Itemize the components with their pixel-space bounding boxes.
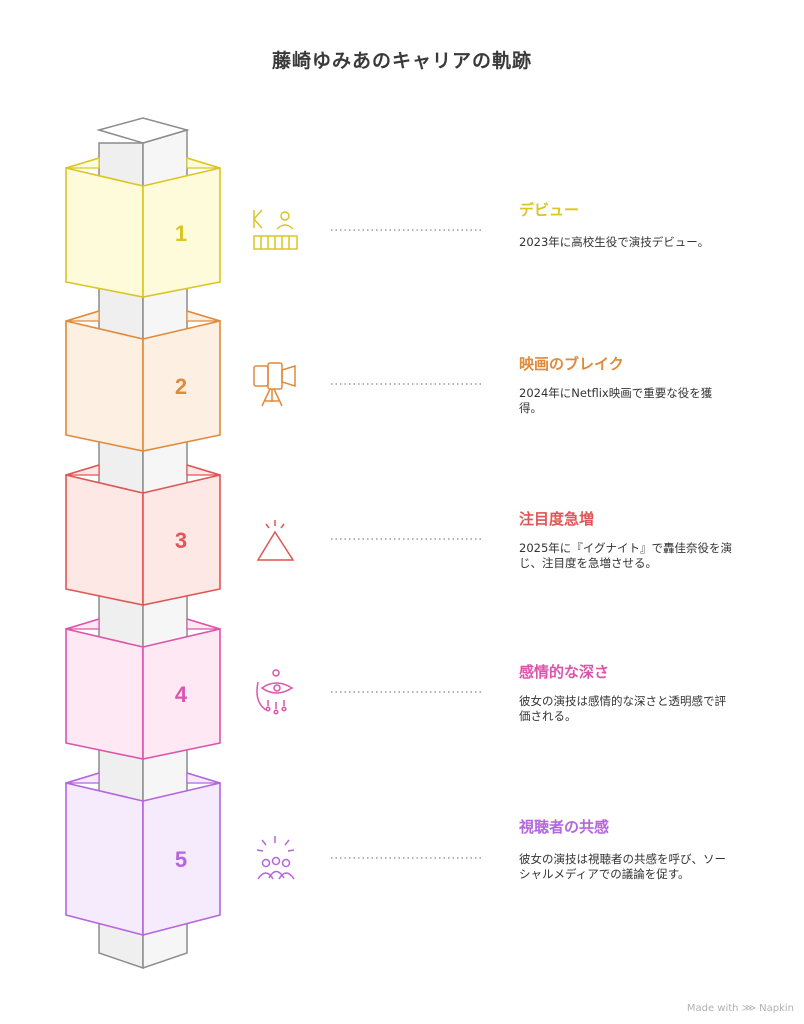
step-title-1: デビュー xyxy=(519,201,580,219)
step-number-3: 3 xyxy=(175,528,187,553)
stage-audience-icon xyxy=(253,209,298,250)
rising-triangle-icon xyxy=(256,520,295,561)
celebrating-people-icon xyxy=(256,836,295,880)
step-number-4: 4 xyxy=(175,682,188,707)
step-title-4: 感情的な深さ xyxy=(519,663,610,681)
footer-brand: Napkin xyxy=(759,1003,794,1014)
step-title-5: 視聴者の共感 xyxy=(519,818,610,836)
crying-eye-icon xyxy=(256,669,294,715)
step-desc-2: 2024年にNetflix映画で重要な役を獲得。 xyxy=(519,386,713,415)
connector-lines xyxy=(331,229,483,859)
step-number-1: 1 xyxy=(175,221,187,246)
step-desc-3: 2025年に『イグナイト』で轟佳奈役を演じ、注目度を急増させる。 xyxy=(519,541,733,570)
step-desc-4: 彼女の演技は感情的な深さと透明感で評価される。 xyxy=(519,694,726,723)
footer-credit: Made with ⋙ Napkin xyxy=(687,1003,794,1014)
step-number-5: 5 xyxy=(175,847,187,872)
footer-made-with: Made with xyxy=(686,1003,739,1014)
step-box-5: 5 xyxy=(65,772,221,937)
movie-camera-icon xyxy=(253,362,296,407)
napkin-logo-icon: ⋙ xyxy=(741,1003,756,1014)
step-box-1: 1 xyxy=(65,157,221,298)
step-title-2: 映画のブレイク xyxy=(519,355,624,373)
step-desc-5: 彼女の演技は視聴者の共感を呼び、ソーシャルメディアでの議論を促す。 xyxy=(519,852,726,881)
step-box-3: 3 xyxy=(65,464,221,606)
step-number-2: 2 xyxy=(175,374,187,399)
step-desc-1: 2023年に高校生役で演技デビュー。 xyxy=(519,235,710,249)
step-title-3: 注目度急増 xyxy=(519,510,595,528)
page-title: 藤崎ゆみあのキャリアの軌跡 xyxy=(271,50,532,72)
step-box-4: 4 xyxy=(65,618,221,760)
step-box-2: 2 xyxy=(65,310,221,452)
